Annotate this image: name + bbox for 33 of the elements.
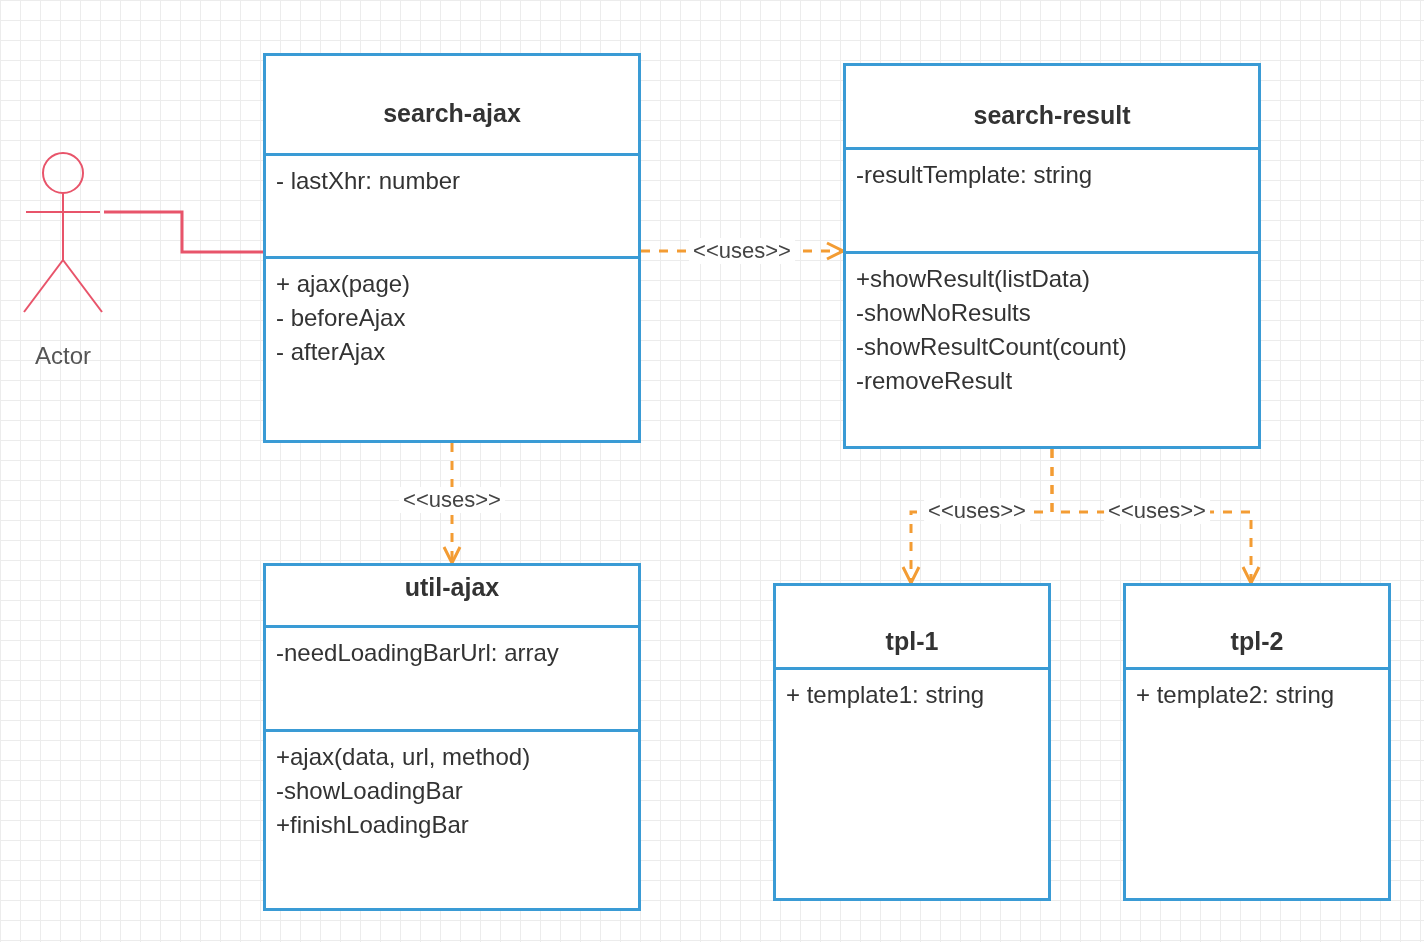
edge-label: <<uses>>	[924, 498, 1030, 524]
class-member: -needLoadingBarUrl: array	[276, 638, 560, 668]
class-member: + ajax(page)	[276, 269, 412, 299]
class-member: -removeResult	[856, 366, 1014, 396]
class-name: search-ajax	[382, 98, 522, 128]
class-member: +finishLoadingBar	[276, 810, 470, 840]
class-box	[263, 53, 641, 443]
class-member: +showResult(listData)	[856, 264, 1092, 294]
class-name: tpl-2	[1229, 626, 1285, 656]
class-member: -showResultCount(count)	[856, 332, 1128, 362]
class-member: +ajax(data, url, method)	[276, 742, 532, 772]
class-box	[843, 63, 1261, 449]
class-name: util-ajax	[403, 572, 501, 602]
class-member: + template1: string	[786, 680, 986, 710]
edge-label: <<uses>>	[689, 238, 795, 264]
class-box	[773, 583, 1051, 901]
edge-label: <<uses>>	[399, 487, 505, 513]
class-member: - lastXhr: number	[276, 166, 462, 196]
class-box	[263, 563, 641, 911]
class-member: -showNoResults	[856, 298, 1032, 328]
class-member: - beforeAjax	[276, 303, 407, 333]
class-member: + template2: string	[1136, 680, 1336, 710]
actor-figure	[22, 152, 104, 314]
class-box	[1123, 583, 1391, 901]
class-name: tpl-1	[884, 626, 940, 656]
edge-label: <<uses>>	[1104, 498, 1210, 524]
dependency-arrow	[442, 443, 462, 565]
connector-line	[104, 210, 263, 254]
class-member: -showLoadingBar	[276, 776, 464, 806]
actor-label: Actor	[34, 341, 92, 371]
class-name: search-result	[972, 100, 1132, 130]
class-member: - afterAjax	[276, 337, 387, 367]
class-member: -resultTemplate: string	[856, 160, 1094, 190]
